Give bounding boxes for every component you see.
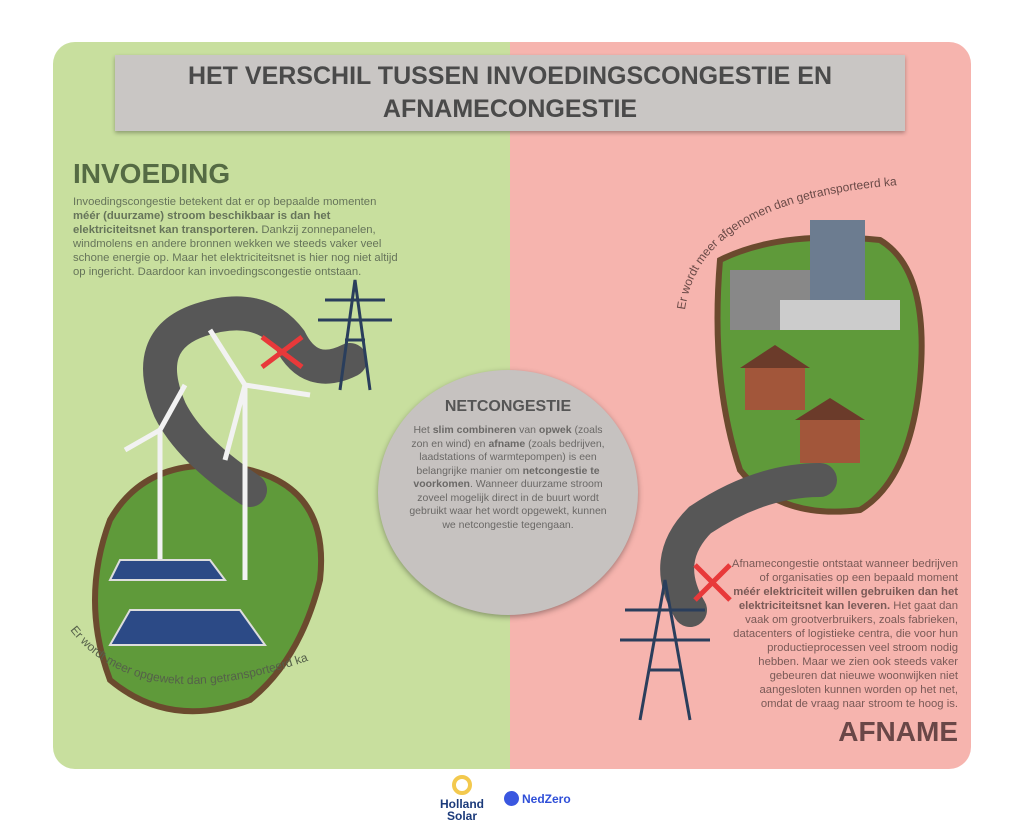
page-title: HET VERSCHIL TUSSEN INVOEDINGSCONGESTIE … (115, 55, 905, 131)
factory-icon (730, 220, 900, 330)
netcongestie-heading: NETCONGESTIE (444, 398, 572, 415)
road-left (143, 296, 367, 507)
solar-panel-icon (108, 559, 267, 646)
netcongestie-text: Het slim combineren van opwek (zoals zon… (409, 424, 607, 531)
invoeding-heading: INVOEDING (73, 158, 231, 189)
nedzero-icon (504, 791, 519, 806)
pylon-icon-right (620, 579, 710, 721)
afname-column: Afnamecongestie ontstaat wanneer bedrijv… (730, 557, 958, 747)
afname-text: Afnamecongestie ontstaat wanneer bedrijv… (731, 558, 958, 710)
afname-heading: AFNAME (838, 716, 958, 747)
wind-turbine-icon (123, 328, 311, 580)
red-cross-icon-right (693, 563, 732, 602)
invoeding-text: Invoedingscongestie betekent dat er op b… (73, 196, 398, 278)
netcongestie-circle: NETCONGESTIE Het slim combineren van opw… (378, 370, 638, 615)
road-right (660, 463, 837, 627)
red-cross-icon-left (260, 335, 304, 369)
pylon-icon-left (318, 279, 392, 391)
sun-icon (452, 775, 472, 795)
nedzero-logo: NedZero (504, 791, 571, 806)
house-icon (740, 345, 865, 463)
